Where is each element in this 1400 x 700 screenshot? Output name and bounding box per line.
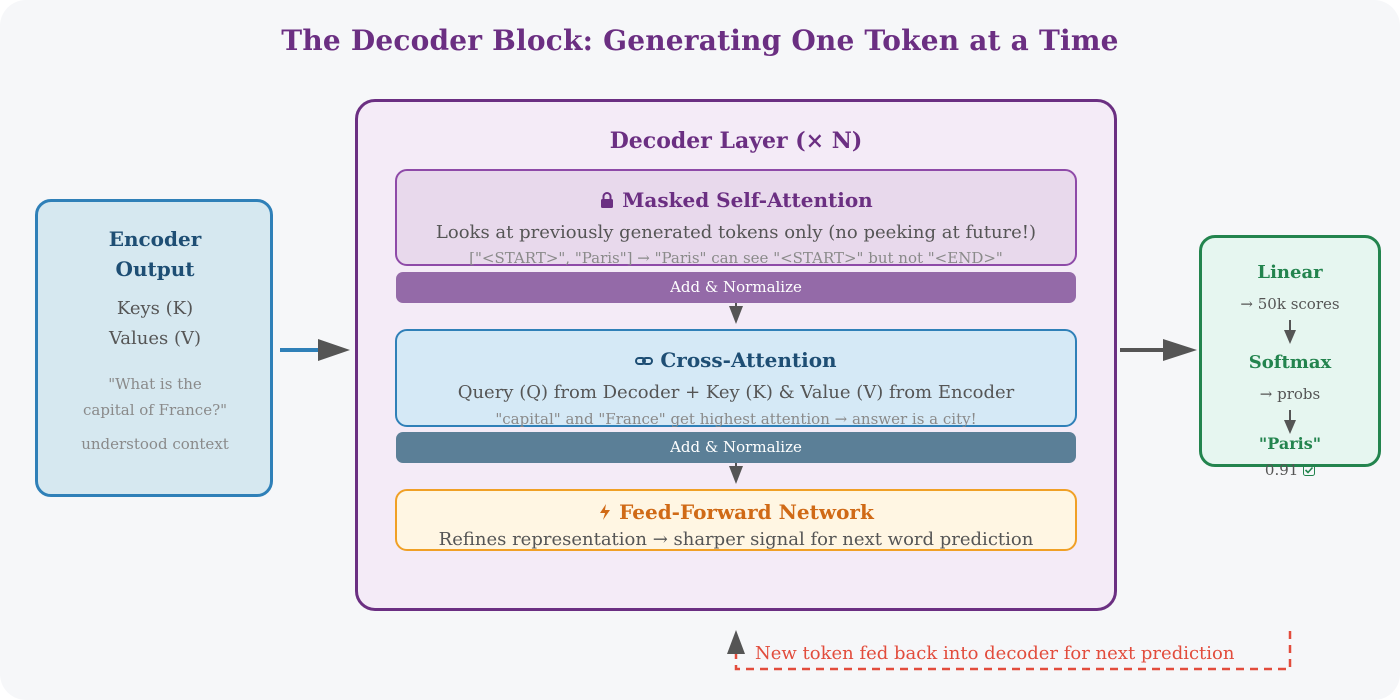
softmax-to-token-arrowhead (1284, 420, 1296, 434)
cross-attention-title: Cross-Attention (395, 348, 1077, 372)
encoder-to-decoder-arrowhead (318, 339, 350, 361)
encoder-question-line1: "What is the (108, 375, 202, 393)
probs-label: → probs (1259, 385, 1321, 403)
lock-icon (599, 188, 622, 212)
add-normalize-bar-1: Add & Normalize (396, 272, 1076, 303)
encoder-output-box (35, 199, 273, 497)
cross-attention-box (395, 329, 1077, 427)
masked-self-attention-label: Masked Self-Attention (622, 188, 873, 212)
norm2-to-feed-forward-arrowhead (729, 466, 743, 484)
lightning-icon (598, 500, 619, 524)
encoder-keys-label: Keys (K) (116, 298, 194, 319)
feed-forward-box (395, 489, 1077, 551)
cross-attention-description: Query (Q) from Decoder + Key (K) & Value… (457, 382, 1015, 403)
add-normalize-bar-2: Add & Normalize (396, 432, 1076, 463)
masked-self-attention-example: ["<START>", "Paris"] → "Paris" can see "… (469, 249, 1003, 267)
check-icon (1303, 461, 1316, 479)
decoder-layer-title: Decoder Layer (× N) (609, 128, 863, 154)
diagram-title: The Decoder Block: Generating One Token … (281, 24, 1119, 57)
encoder-question-line2: capital of France?" (82, 401, 228, 419)
linear-label: Linear (1257, 262, 1323, 283)
decoder-to-output-arrowhead (1163, 339, 1197, 361)
encoder-title-line2: Output (115, 257, 195, 281)
encoder-title-line1: Encoder (108, 227, 202, 251)
feedback-loop-line (734, 631, 1292, 671)
feed-forward-title: Feed-Forward Network (395, 500, 1077, 524)
predicted-probability: 0.91 (1199, 461, 1381, 479)
norm1-to-cross-attention-arrowhead (729, 306, 743, 324)
feed-forward-label: Feed-Forward Network (619, 500, 874, 524)
cross-attention-label: Cross-Attention (660, 348, 837, 372)
encoder-values-label: Values (V) (108, 328, 202, 349)
link-icon (635, 348, 660, 372)
linear-to-softmax-arrowhead (1284, 330, 1296, 344)
probability-value: 0.91 (1264, 461, 1299, 479)
feed-forward-description: Refines representation → sharper signal … (438, 529, 1034, 550)
predicted-token: "Paris" (1258, 434, 1322, 453)
scores-label: → 50k scores (1240, 295, 1340, 313)
softmax-label: Softmax (1248, 352, 1332, 373)
masked-self-attention-box (395, 169, 1077, 266)
masked-self-attention-title: Masked Self-Attention (395, 188, 1077, 212)
encoder-context-label: understood context (81, 435, 229, 453)
masked-self-attention-description: Looks at previously generated tokens onl… (435, 222, 1037, 243)
cross-attention-example: "capital" and "France" get highest atten… (495, 410, 977, 428)
feedback-label: New token fed back into decoder for next… (755, 643, 1235, 664)
encoder-output-title: Encoder Output (35, 224, 275, 284)
feedback-arrowhead (727, 630, 745, 654)
